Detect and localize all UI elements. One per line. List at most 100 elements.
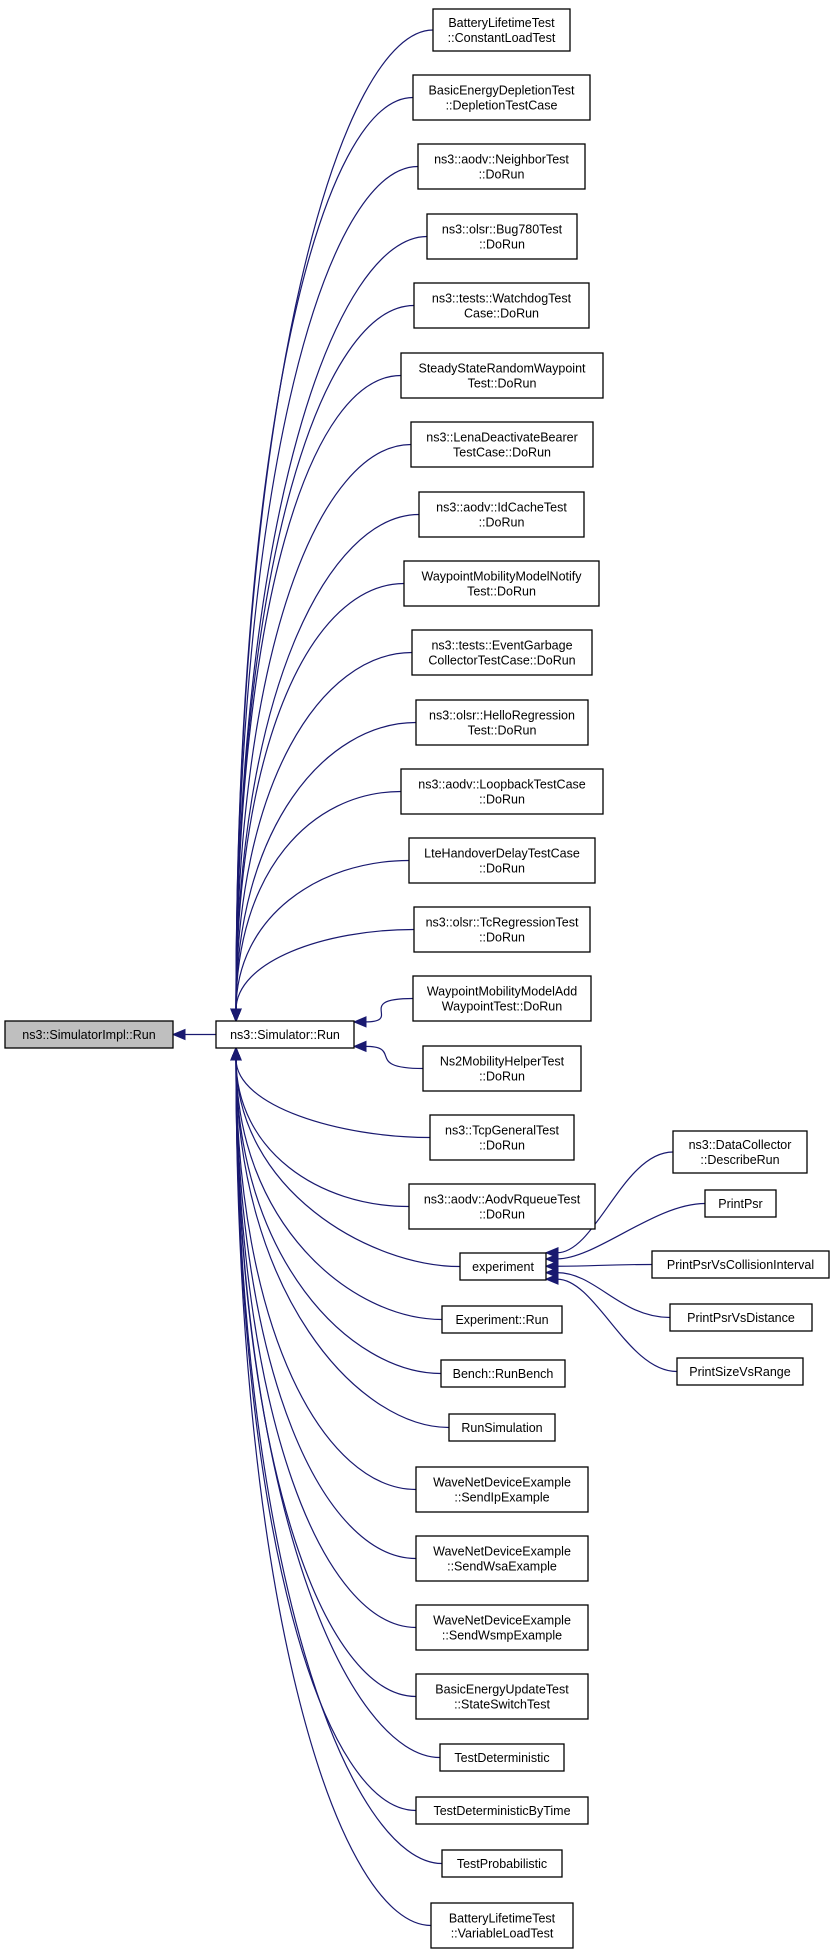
node-box — [448, 1413, 556, 1442]
node-label: ns3::aodv::LoopbackTestCase — [418, 778, 586, 792]
graph-node-e5[interactable]: PrintSizeVsRange — [676, 1357, 804, 1386]
graph-node-c17[interactable]: ns3::TcpGeneralTest::DoRun — [429, 1114, 575, 1161]
node-label: PrintPsr — [718, 1197, 762, 1211]
edge-c1-to-sim_run — [235, 29, 434, 1011]
node-label: ns3::aodv::NeighborTest — [434, 153, 569, 167]
node-label: ns3::SimulatorImpl::Run — [22, 1028, 155, 1042]
node-label: TestDeterministic — [454, 1751, 549, 1765]
node-box — [403, 560, 600, 607]
edge-c5-to-sim_run — [235, 304, 415, 1011]
node-box — [411, 629, 593, 676]
node-box — [412, 74, 591, 121]
graph-node-c12[interactable]: ns3::aodv::LoopbackTestCase::DoRun — [400, 768, 604, 815]
nodes-layer: ns3::SimulatorImpl::Run ns3::Simulator::R… — [4, 8, 830, 1949]
node-box — [400, 352, 604, 399]
node-label: Ns2MobilityHelperTest — [440, 1055, 565, 1069]
graph-node-c2[interactable]: BasicEnergyDepletionTest::DepletionTestC… — [412, 74, 591, 121]
edge-c19-to-sim_run — [235, 1058, 461, 1268]
node-box — [408, 1183, 596, 1230]
node-label: ::SendWsaExample — [447, 1560, 557, 1574]
graph-node-e4[interactable]: PrintPsrVsDistance — [669, 1303, 813, 1332]
graph-node-c30[interactable]: BatteryLifetimeTest::VariableLoadTest — [430, 1902, 574, 1949]
node-label: Test::DoRun — [468, 724, 537, 738]
edge-c14-to-sim_run — [235, 928, 415, 1011]
edge-c13-to-sim_run — [235, 859, 410, 1011]
node-box — [412, 975, 592, 1022]
node-label: ::DoRun — [479, 793, 525, 807]
graph-node-c18[interactable]: ns3::aodv::AodvRqueueTest::DoRun — [408, 1183, 596, 1230]
edge-c10-to-sim_run — [235, 651, 413, 1011]
node-label: Test::DoRun — [468, 377, 537, 391]
edge-c9-to-sim_run — [235, 582, 405, 1011]
node-label: ns3::aodv::AodvRqueueTest — [424, 1193, 581, 1207]
edge-e4-to-experiment — [556, 1272, 671, 1319]
node-label: ::SendWsmpExample — [442, 1629, 562, 1643]
graph-node-c15[interactable]: WaypointMobilityModelAddWaypointTest::Do… — [412, 975, 592, 1022]
node-label: TestCase::DoRun — [453, 446, 551, 460]
arrowhead-c14 — [230, 1008, 242, 1023]
edge-c18-to-sim_run — [235, 1058, 410, 1208]
edge-c3-to-sim_run — [235, 165, 419, 1011]
node-box — [429, 1114, 575, 1161]
graph-node-e3[interactable]: PrintPsrVsCollisionInterval — [651, 1250, 830, 1279]
graph-node-c16[interactable]: Ns2MobilityHelperTest::DoRun — [422, 1045, 582, 1092]
graph-node-c13[interactable]: LteHandoverDelayTestCase::DoRun — [408, 837, 596, 884]
node-label: ::DoRun — [479, 516, 525, 530]
arrowhead-c15 — [352, 1016, 367, 1028]
graph-node-impl_run[interactable]: ns3::SimulatorImpl::Run — [4, 1020, 174, 1049]
edge-c12-to-sim_run — [235, 790, 402, 1011]
node-box — [415, 1604, 589, 1651]
graph-node-c23[interactable]: WaveNetDeviceExample::SendIpExample — [415, 1466, 589, 1513]
node-label: ns3::TcpGeneralTest — [445, 1124, 559, 1138]
node-label: ::SendIpExample — [454, 1491, 549, 1505]
graph-node-c4[interactable]: ns3::olsr::Bug780Test::DoRun — [426, 213, 578, 260]
graph-node-c19[interactable]: experiment — [459, 1252, 547, 1281]
node-label: ns3::olsr::HelloRegression — [429, 709, 575, 723]
node-box — [669, 1303, 813, 1332]
edge-c30-to-sim_run — [235, 1058, 432, 1927]
node-label: ::StateSwitchTest — [454, 1698, 550, 1712]
graph-node-c24[interactable]: WaveNetDeviceExample::SendWsaExample — [415, 1535, 589, 1582]
node-box — [215, 1020, 355, 1049]
node-label: SteadyStateRandomWaypoint — [419, 362, 587, 376]
graph-node-c26[interactable]: BasicEnergyUpdateTest::StateSwitchTest — [415, 1673, 589, 1720]
arrowhead-c30 — [230, 1046, 242, 1061]
node-box — [676, 1357, 804, 1386]
node-label: ::ConstantLoadTest — [448, 31, 556, 45]
graph-node-c20[interactable]: Experiment::Run — [441, 1305, 563, 1334]
node-box — [413, 906, 591, 953]
graph-node-sim_run[interactable]: ns3::Simulator::Run — [215, 1020, 355, 1049]
graph-node-c28[interactable]: TestDeterministicByTime — [415, 1796, 589, 1825]
graph-node-e1[interactable]: ns3::DataCollector::DescribeRun — [672, 1130, 808, 1174]
graph-node-c3[interactable]: ns3::aodv::NeighborTest::DoRun — [417, 143, 586, 190]
node-box — [4, 1020, 174, 1049]
graph-node-e2[interactable]: PrintPsr — [704, 1189, 777, 1218]
node-box — [441, 1849, 563, 1878]
node-label: ns3::LenaDeactivateBearer — [426, 431, 577, 445]
graph-node-c10[interactable]: ns3::tests::EventGarbageCollectorTestCas… — [411, 629, 593, 676]
node-label: PrintSizeVsRange — [689, 1365, 790, 1379]
graph-node-c29[interactable]: TestProbabilistic — [441, 1849, 563, 1878]
node-box — [441, 1305, 563, 1334]
node-label: Experiment::Run — [455, 1313, 548, 1327]
graph-node-c27[interactable]: TestDeterministic — [439, 1743, 565, 1772]
node-box — [415, 699, 589, 746]
graph-node-c14[interactable]: ns3::olsr::TcRegressionTest::DoRun — [413, 906, 591, 953]
node-label: experiment — [472, 1260, 534, 1274]
arrowhead-sim_run — [171, 1028, 186, 1041]
graph-node-c25[interactable]: WaveNetDeviceExample::SendWsmpExample — [415, 1604, 589, 1651]
node-label: WaypointMobilityModelAdd — [427, 985, 577, 999]
graph-node-c1[interactable]: BatteryLifetimeTest::ConstantLoadTest — [432, 8, 571, 52]
node-label: LteHandoverDelayTestCase — [424, 847, 580, 861]
graph-node-c21[interactable]: Bench::RunBench — [440, 1359, 566, 1388]
edge-c22-to-sim_run — [235, 1058, 450, 1429]
node-label: BatteryLifetimeTest — [448, 16, 555, 30]
graph-node-c8[interactable]: ns3::aodv::IdCacheTest::DoRun — [418, 491, 585, 538]
edge-c25-to-sim_run — [235, 1058, 417, 1629]
graph-node-c22[interactable]: RunSimulation — [448, 1413, 556, 1442]
